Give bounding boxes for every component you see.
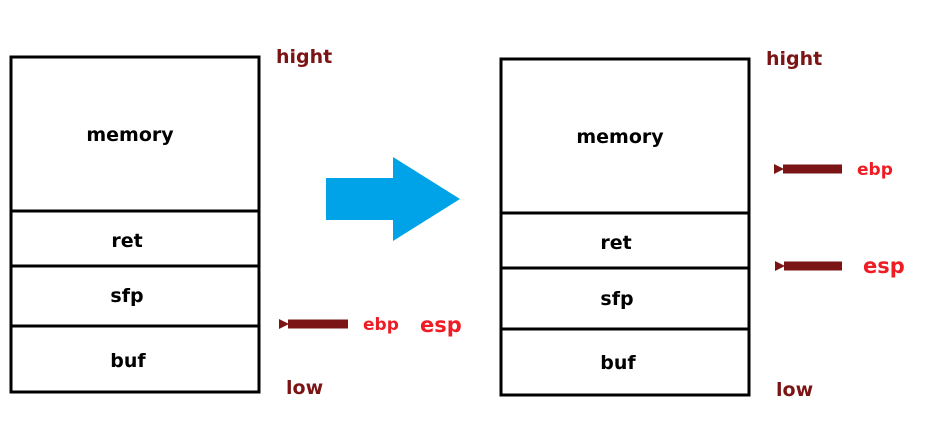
stack-before-sfp-label: sfp: [110, 285, 143, 307]
stack-before-memory-label: memory: [86, 124, 174, 146]
right-arrow-icon: [326, 157, 460, 241]
stack-before-low-label: low: [286, 377, 323, 399]
stack-after-buf-label: buf: [600, 352, 636, 374]
stack-before-ebp-label: ebp: [363, 315, 399, 335]
stack-before: memory ret sfp buf hight low ebp esp: [9, 46, 462, 399]
stack-before-esp-label: esp: [420, 313, 462, 337]
stack-after-ebp-label: ebp: [857, 160, 893, 180]
stack-after-sfp-label: sfp: [600, 288, 633, 310]
stack-before-outline: [9, 55, 261, 394]
stack-before-buf-label: buf: [110, 350, 146, 372]
stack-after-ret-label: ret: [600, 232, 631, 254]
stack-after: memory ret sfp buf hight low ebp esp: [499, 48, 905, 401]
stack-before-ret-label: ret: [111, 230, 142, 252]
stack-after-low-label: low: [776, 379, 813, 401]
stack-before-high-label: hight: [276, 46, 332, 68]
stack-after-high-label: hight: [766, 48, 822, 70]
stack-after-outline: [499, 57, 751, 397]
stack-after-esp-label: esp: [863, 254, 905, 278]
stack-after-memory-label: memory: [576, 126, 664, 148]
